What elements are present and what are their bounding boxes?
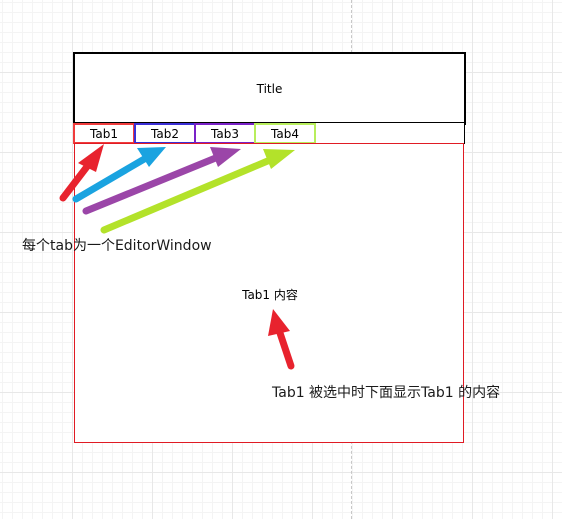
tab-content-label: Tab1 内容 <box>242 288 298 302</box>
tab-4-label: Tab4 <box>271 126 299 141</box>
arrow-tab2 <box>72 147 166 203</box>
tab-3-label: Tab3 <box>211 126 239 141</box>
tab-4[interactable]: Tab4 <box>254 123 316 144</box>
arrow-tab3 <box>82 147 241 215</box>
window-title: Title <box>256 81 283 96</box>
tab-1-label: Tab1 <box>90 126 118 141</box>
tab-1[interactable]: Tab1 <box>73 123 135 144</box>
arrow-tab1 <box>59 144 104 202</box>
selection-annotation: Tab1 被选中时下面显示Tab1 的内容 <box>272 385 501 401</box>
tab-2-label: Tab2 <box>151 126 179 141</box>
tabs-annotation: 每个tab为一个EditorWindow <box>22 238 212 254</box>
arrow-tab4 <box>100 149 295 234</box>
arrow-content <box>268 309 295 370</box>
